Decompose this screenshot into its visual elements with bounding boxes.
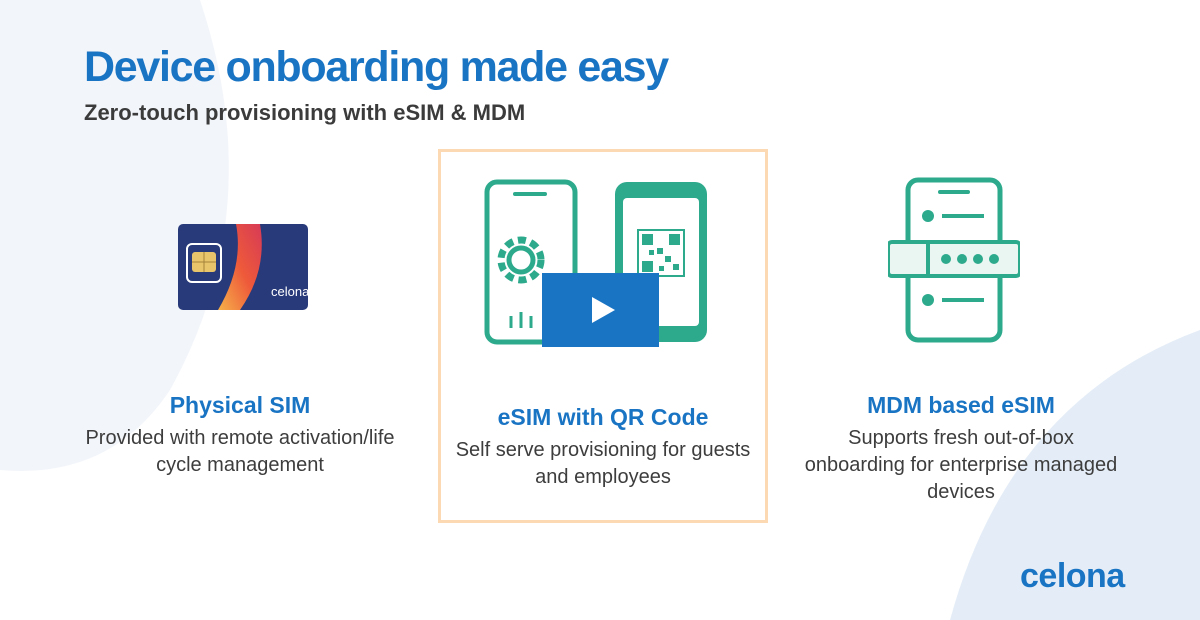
page-subtitle: Zero-touch provisioning with eSIM & MDM (84, 100, 526, 125)
card-heading: MDM based eSIM (867, 392, 1055, 418)
card-description: Provided with remote activation/life cyc… (85, 427, 395, 476)
svg-text:celona: celona (271, 284, 308, 299)
celona-logo: celona (1020, 556, 1172, 596)
video-play-button[interactable] (542, 273, 659, 347)
esim-qr-card: eSIM with QR Code Self serve provisionin… (438, 149, 768, 523)
card-description: Self serve provisioning for guests and e… (455, 439, 751, 488)
card-heading: Physical SIM (169, 392, 311, 418)
phone-password-icon (886, 176, 1022, 346)
card-heading: eSIM with QR Code (497, 404, 709, 430)
svg-text:celona: celona (1020, 557, 1126, 595)
page-title: Device onboarding made easy (84, 43, 669, 91)
play-icon (592, 297, 615, 323)
sim-card-icon: celona (178, 224, 310, 310)
card-description: Supports fresh out-of-box onboarding for… (804, 427, 1118, 503)
